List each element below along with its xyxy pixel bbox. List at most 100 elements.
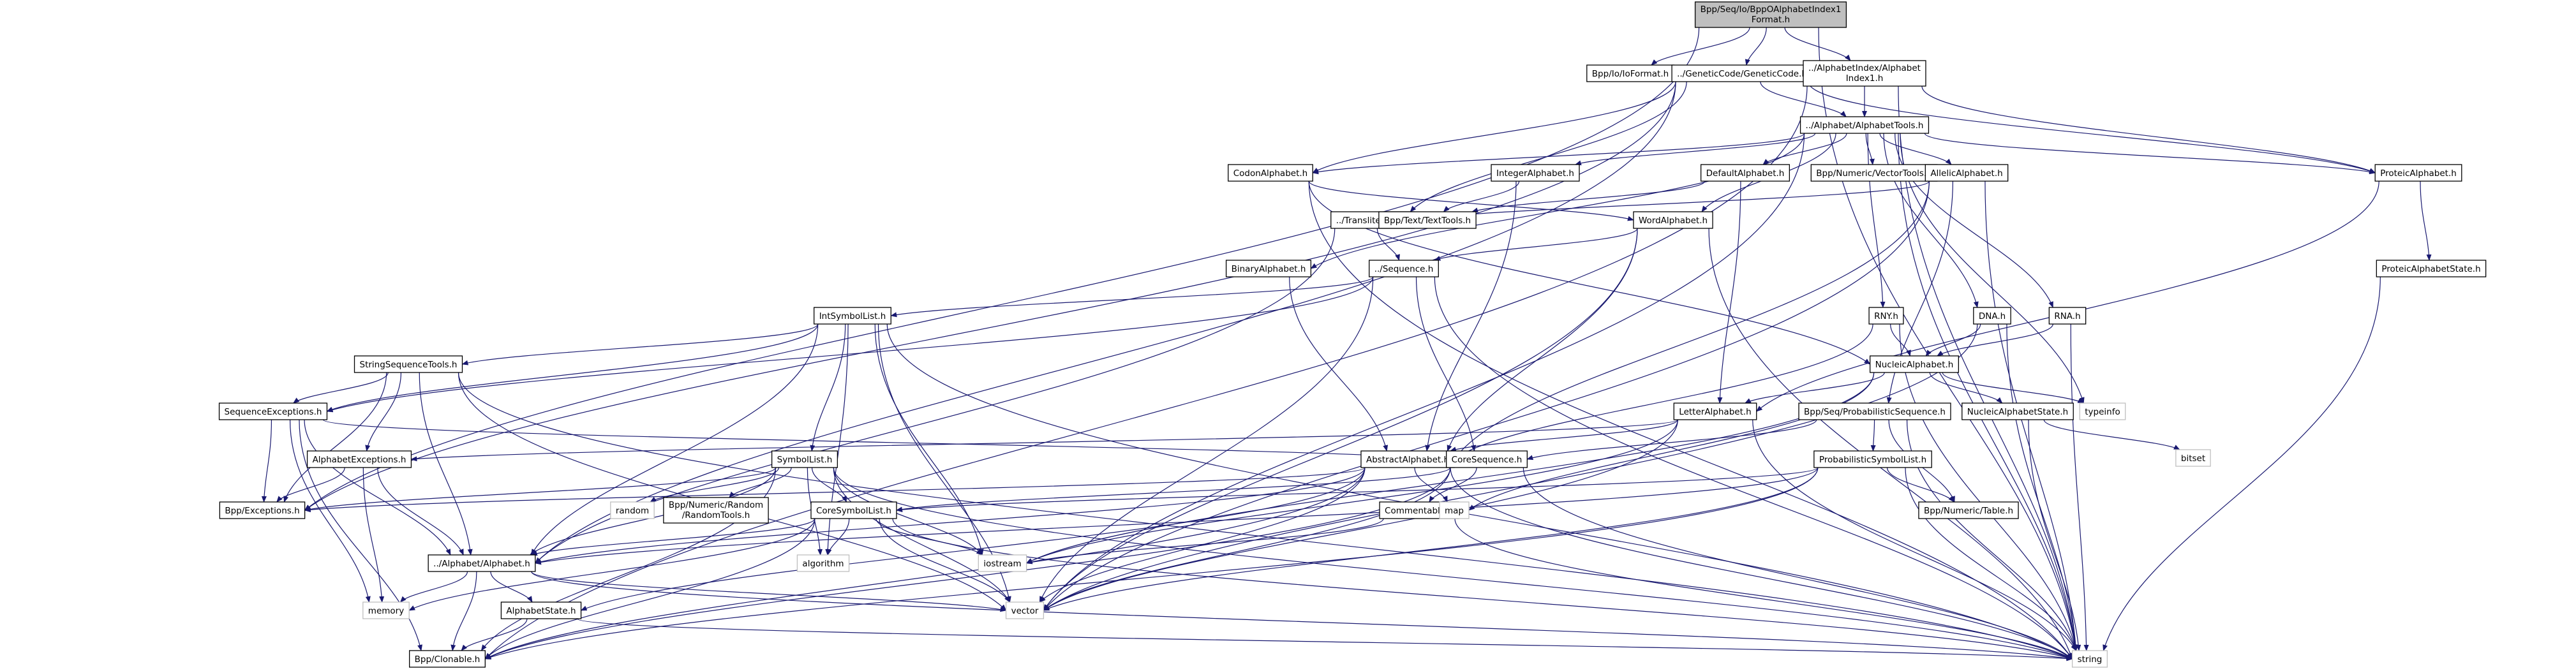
edge-binaryalphabet-to-abstractalphabet (1289, 276, 1389, 452)
edge-probabilisticsymbollist-to-coresymbollist (895, 467, 1819, 513)
graph-node-texttools[interactable]: Bpp/Text/TextTools.h (1378, 211, 1477, 229)
graph-node-intsymbollist[interactable]: IntSymbolList.h (814, 307, 891, 325)
edge-root-to-exceptions (304, 27, 1700, 511)
edge-alphabetstate-to-clonable (461, 618, 528, 651)
edge-line (2043, 419, 2180, 450)
edge-allelicalphabet-to-vector (1043, 181, 1930, 611)
node-label: Bpp/Io/IoFormat.h (1592, 69, 1669, 79)
edge-root-to-geneticcode (1745, 27, 1767, 66)
edge-line (1925, 323, 1981, 357)
graph-node-integeralphabet[interactable]: IntegerAlphabet.h (1491, 164, 1580, 182)
graph-node-rna[interactable]: RNA.h (2048, 307, 2087, 325)
graph-node-letteralphabet[interactable]: LetterAlphabet.h (1673, 402, 1757, 420)
graph-node-defaultalphabet[interactable]: DefaultAlphabet.h (1700, 164, 1791, 182)
graph-node-alphabetindex1[interactable]: ../AlphabetIndex/AlphabetIndex1.h (1803, 60, 1926, 87)
edge-letteralphabet-to-iostream (1025, 419, 1678, 564)
node-label: algorithm (802, 559, 844, 569)
edge-line (1425, 181, 1517, 452)
edge-line (1708, 228, 2073, 660)
node-box (1918, 501, 2019, 519)
node-label: AbstractAlphabet.h (1366, 455, 1449, 465)
node-label: CodonAlphabet.h (1233, 168, 1307, 179)
graph-node-clonable[interactable]: Bpp/Clonable.h (409, 650, 486, 668)
graph-node-coresequence[interactable]: CoreSequence.h (1446, 450, 1528, 468)
graph-node-proteicalphabetstate[interactable]: ProteicAlphabetState.h (2376, 260, 2487, 277)
edge-proteicalphabetstate-to-string (2103, 276, 2381, 651)
edge-geneticcode-to-proteicalphabet (1808, 81, 2376, 173)
graph-node-alphabet[interactable]: ../Alphabet/Alphabet.h (428, 554, 536, 572)
edge-root-to-alphabetindex1 (1784, 27, 1851, 61)
node-label: RNA.h (2054, 311, 2080, 321)
edge-line (458, 372, 2073, 660)
edge-line (484, 85, 1808, 660)
edge-alphabettools-to-vectortools (1865, 133, 1875, 165)
edge-line (326, 276, 1374, 413)
node-box (2374, 164, 2462, 182)
graph-node-binaryalphabet[interactable]: BinaryAlphabet.h (1225, 260, 1312, 277)
graph-node-exceptions[interactable]: Bpp/Exceptions.h (219, 501, 306, 519)
graph-node-allelicalphabet[interactable]: AllelicAlphabet.h (1925, 164, 2009, 182)
edge-symbollist-to-string (833, 467, 2073, 660)
graph-node-alphabetexceptions[interactable]: AlphabetExceptions.h (306, 450, 412, 468)
graph-node-nucleicalphabet[interactable]: NucleicAlphabet.h (1869, 355, 1960, 373)
graph-node-symbollist[interactable]: SymbolList.h (771, 450, 838, 468)
graph-node-stringsequencetools[interactable]: StringSequenceTools.h (354, 355, 463, 373)
graph-node-sequence[interactable]: ../Sequence.h (1369, 260, 1439, 277)
edge-codonalphabet-to-wordalphabet (1308, 181, 1634, 221)
graph-node-rny[interactable]: RNY.h (1868, 307, 1904, 325)
edge-allelicalphabet-to-abstractalphabet (1454, 181, 1930, 460)
edge-line (1942, 372, 2085, 404)
graph-node-nucleicalphabetstate[interactable]: NucleicAlphabetState.h (1962, 402, 2074, 420)
edge-nucleicalphabet-to-map (1468, 372, 1875, 511)
edge-geneticcode-to-exceptions (304, 81, 1676, 511)
node-box (1446, 450, 1528, 468)
graph-node-alphabettools[interactable]: ../Alphabet/AlphabetTools.h (1799, 116, 1930, 134)
edge-line (408, 518, 815, 611)
edge-letteralphabet-to-string (1752, 419, 2077, 651)
graph-node-codonalphabet[interactable]: CodonAlphabet.h (1228, 164, 1313, 182)
node-box (771, 450, 838, 468)
edge-proteicalphabet-to-letteralphabet (1755, 181, 2379, 412)
graph-node-probabilisticsequence[interactable]: Bpp/Seq/ProbabilisticSequence.h (1798, 402, 1951, 420)
edge-probabilisticsymbollist-to-clonable (484, 467, 1819, 660)
graph-node-string: string (2071, 650, 2108, 668)
edge-line (1043, 467, 1819, 611)
node-box (1973, 307, 2011, 325)
graph-node-table[interactable]: Bpp/Numeric/Table.h (1918, 501, 2019, 519)
edge-intsymbollist-to-alphabet (531, 323, 819, 556)
graph-node-geneticcode[interactable]: ../GeneticCode/GeneticCode.h (1671, 64, 1813, 82)
edge-line (1471, 181, 1706, 213)
graph-node-vectortools[interactable]: Bpp/Numeric/VectorTools.h (1810, 164, 1938, 182)
edge-coresequence-to-coresymbollist (896, 467, 1451, 512)
graph-node-coresymbollist[interactable]: CoreSymbolList.h (810, 501, 897, 519)
node-box (1673, 402, 1757, 420)
edge-line (1929, 372, 2003, 404)
graph-node-dna[interactable]: DNA.h (1973, 307, 2011, 325)
edge-line (1883, 133, 1979, 308)
graph-node-wordalphabet[interactable]: WordAlphabet.h (1633, 211, 1713, 229)
edge-commentable-to-string (1454, 518, 2073, 660)
node-label: Bpp/Clonable.h (415, 654, 480, 665)
graph-node-probabilisticsymbollist[interactable]: ProbabilisticSymbolList.h (1813, 450, 1932, 468)
edge-alphabettools-to-binaryalphabet (1310, 133, 1805, 269)
edge-root-to-ioformat (1651, 27, 1750, 66)
edge-rny-to-abstractalphabet (1454, 323, 1873, 460)
graph-node-sequenceexceptions[interactable]: SequenceExceptions.h (218, 402, 328, 420)
edge-nucleicalphabet-to-typeinfo (1942, 372, 2085, 404)
node-box (796, 554, 850, 572)
graph-node-abstractalphabet[interactable]: AbstractAlphabet.h (1360, 450, 1455, 468)
graph-node-alphabetstate[interactable]: AlphabetState.h (500, 601, 582, 619)
node-box (663, 497, 769, 524)
node-label: StringSequenceTools.h (360, 360, 458, 370)
graph-node-ioformat[interactable]: Bpp/Io/IoFormat.h (1586, 64, 1674, 82)
node-box (2071, 650, 2108, 668)
edge-line (1025, 518, 1384, 564)
edge-line (410, 419, 1678, 462)
node-box (2048, 307, 2087, 325)
graph-node-randomtools[interactable]: Bpp/Numeric/Random/RandomTools.h (663, 497, 769, 524)
graph-node-proteicalphabet[interactable]: ProteicAlphabet.h (2374, 164, 2462, 182)
edge-line (1886, 181, 1953, 404)
node-box (1799, 116, 1930, 134)
